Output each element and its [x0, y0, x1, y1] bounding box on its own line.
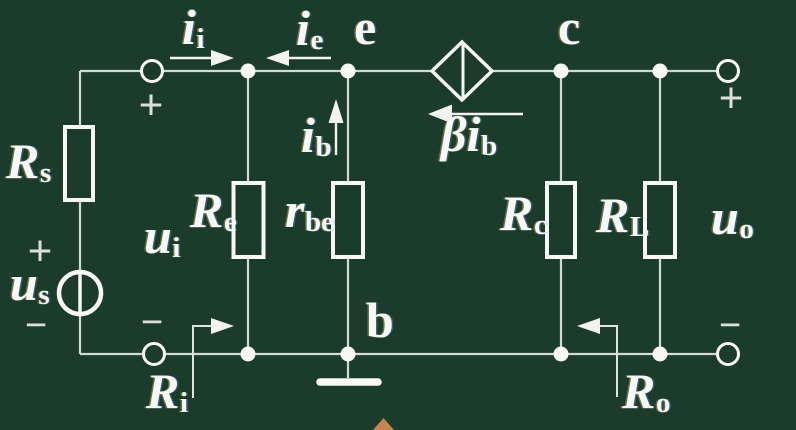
dependent-current-source	[429, 39, 495, 103]
label-ie: ie	[296, 0, 324, 57]
label-ri: Ri	[146, 363, 188, 420]
node-dot-rc-bottom	[553, 346, 569, 362]
node-dot-rl-top	[652, 63, 668, 79]
label-ui: ui	[144, 208, 181, 265]
terminal-input-bottom	[142, 342, 166, 366]
polarity-us-minus: −	[24, 304, 48, 347]
node-dot-b	[340, 346, 356, 362]
polarity-uo-minus: −	[718, 304, 742, 347]
voltage-source-us	[56, 269, 104, 317]
label-rc: Rc	[500, 185, 547, 242]
resistor-rbe-box	[331, 181, 365, 259]
label-ib: ib	[301, 107, 332, 164]
resistor-re-box	[231, 181, 266, 259]
resistor-rl-box	[643, 181, 677, 259]
polarity-uo-plus: +	[718, 73, 744, 121]
polarity-ui-minus: −	[140, 301, 164, 344]
terminal-input-top	[140, 59, 164, 83]
node-dot-c	[553, 63, 569, 79]
terminal-output-bottom	[716, 342, 740, 366]
terminal-output-top	[716, 59, 740, 83]
label-re: Re	[190, 182, 237, 239]
resistor-rc-box	[545, 181, 577, 259]
node-dot-rl-bottom	[652, 346, 668, 362]
label-rs: Rs	[6, 133, 52, 190]
polarity-us-plus: +	[27, 226, 53, 274]
indicator-ro-arrow	[577, 318, 618, 397]
label-rbe: rbe	[285, 182, 335, 239]
arrow-ib	[328, 99, 344, 155]
polarity-ui-plus: +	[138, 80, 164, 128]
indicator-ri-arrow	[192, 318, 234, 398]
label-beta-ib: βib	[441, 106, 498, 163]
label-us: us	[10, 255, 50, 312]
node-dot-re-bottom	[240, 346, 256, 362]
resistor-rs-box	[63, 125, 95, 202]
node-dot-e	[340, 63, 356, 79]
logo-triangle-icon	[373, 418, 394, 430]
arrow-beta-ib	[428, 104, 523, 124]
arrow-ie	[266, 50, 331, 66]
label-node-e: e	[354, 0, 377, 55]
label-ii: ii	[182, 0, 205, 56]
arrow-ii	[170, 50, 234, 66]
label-rl: RL	[596, 187, 650, 244]
label-ro: Ro	[622, 363, 671, 420]
label-node-b: b	[366, 292, 394, 348]
node-dot-input-top	[240, 63, 256, 79]
label-uo: uo	[711, 189, 754, 246]
label-node-c: c	[558, 0, 581, 55]
